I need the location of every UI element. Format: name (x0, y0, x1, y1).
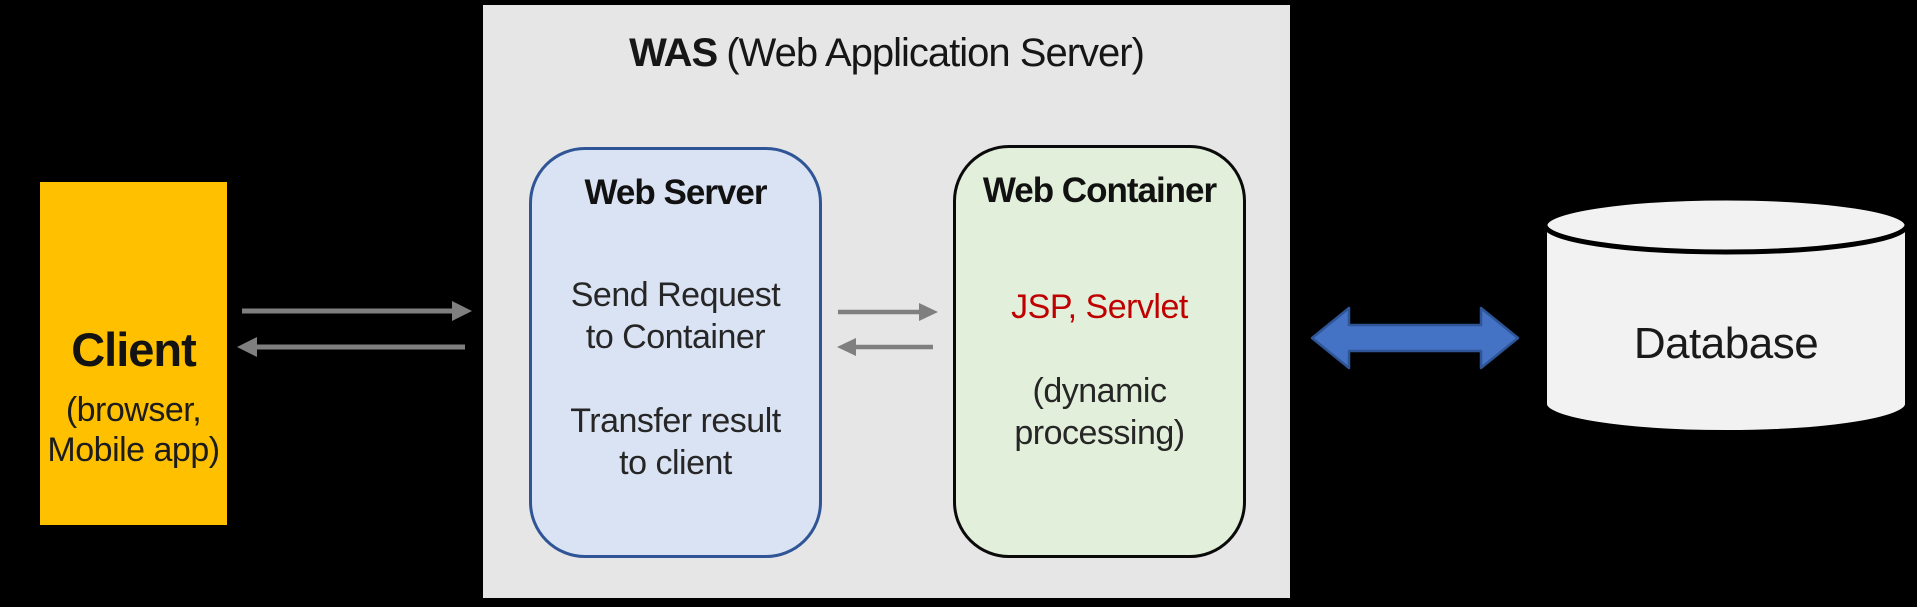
spacer (956, 328, 1243, 370)
web-container-box: Web Container JSP, Servlet (dynamic proc… (953, 145, 1246, 558)
client-box: Client (browser, Mobile app) (40, 182, 227, 525)
web-server-title: Web Server (584, 173, 768, 212)
web-container-line2: processing) (1014, 414, 1185, 452)
was-panel: WAS(Web Application Server) Web Server S… (483, 5, 1290, 598)
client-subtitle-line1: (browser, (65, 391, 202, 429)
web-container-title: Web Container (982, 171, 1217, 210)
web-server-box: Web Server Send Request to Container Tra… (529, 147, 822, 558)
web-server-line1: Send Request (570, 276, 781, 314)
was-title: WAS(Web Application Server) (483, 29, 1290, 77)
web-server-line3: Transfer result (570, 402, 781, 440)
was-database-double-arrow-icon (1310, 306, 1520, 370)
web-container-jsp-servlet: JSP, Servlet (1011, 288, 1188, 326)
client-to-was-arrow-icon (242, 301, 472, 321)
web-server-line4: to client (619, 444, 732, 482)
was-title-expansion: (Web Application Server) (726, 31, 1145, 75)
database-label: Database (1633, 319, 1819, 368)
client-subtitle-line2: Mobile app) (47, 431, 220, 469)
database-cylinder-shape (1542, 195, 1910, 434)
client-title: Client (71, 323, 197, 376)
spacer (532, 358, 819, 400)
web-container-line1: (dynamic (1032, 372, 1167, 410)
database-cylinder: Database (1542, 195, 1910, 437)
was-to-client-arrow-icon (237, 337, 465, 357)
was-title-acronym: WAS (629, 31, 718, 75)
web-server-line2: to Container (585, 318, 766, 356)
web-container-description: JSP, Servlet (dynamic processing) (956, 286, 1243, 454)
client-subtitle: (browser, Mobile app) (40, 390, 227, 470)
web-server-description: Send Request to Container Transfer resul… (532, 274, 819, 484)
